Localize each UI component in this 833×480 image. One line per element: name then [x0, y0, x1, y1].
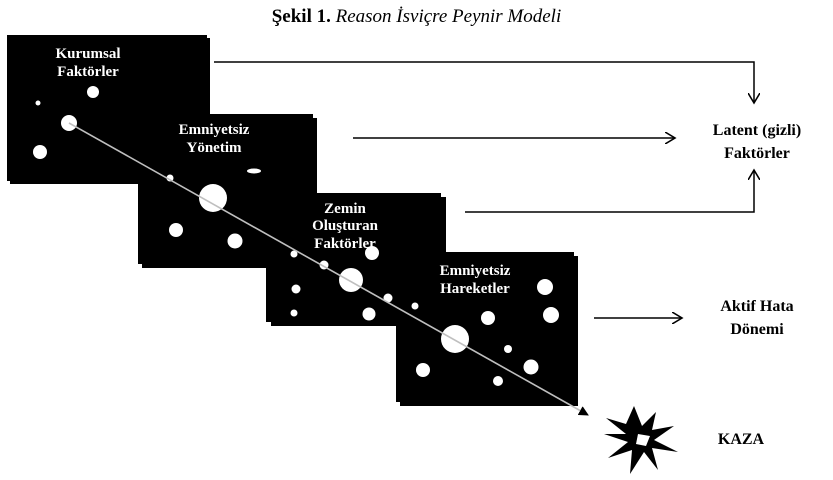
- slice-3-hole: [383, 293, 393, 303]
- slice-2-hole: [247, 168, 261, 174]
- slice-1-hole: [33, 145, 47, 159]
- slice-3-hole: [290, 309, 298, 317]
- slice-1-hole: [87, 86, 99, 98]
- slice-4-hole: [411, 302, 419, 310]
- accident-label: KAZA: [718, 431, 765, 448]
- latent-arrow-bottom: [465, 170, 754, 213]
- crash-burst-icon: [604, 406, 678, 474]
- slice-3-hole: [362, 307, 376, 321]
- slice-3-hole: [291, 284, 301, 294]
- latent-label-line1: Latent (gizli): [713, 122, 801, 139]
- accident-trajectory-arrow: [68, 122, 589, 416]
- slice-4-title-line2: Hareketler: [440, 281, 510, 297]
- slice-2-hole: [169, 223, 183, 237]
- latent-label-line2: Faktörler: [724, 145, 790, 162]
- slice-3-title-line2: Oluşturan: [312, 218, 379, 234]
- slice-4-hole: [493, 376, 503, 386]
- caption-title: Reason İsviçre Peynir Modeli: [335, 6, 562, 27]
- slice-4-hole: [543, 307, 559, 323]
- slice-4-hole: [523, 359, 539, 375]
- slice-3-title-line1: Zemin: [324, 201, 366, 217]
- active-label-line1: Aktif Hata: [720, 298, 793, 315]
- caption-number: Şekil 1.: [271, 6, 331, 27]
- slice-4-hole: [504, 345, 512, 353]
- slice-3-hole: [290, 250, 298, 258]
- slice-4-hole: [537, 279, 553, 295]
- slice-3-hole: [365, 246, 379, 260]
- slice-2-title-line2: Yönetim: [187, 140, 242, 156]
- slice-4-plate: [396, 252, 574, 402]
- figure-caption: Şekil 1. Reason İsviçre Peynir Modeli: [0, 6, 833, 28]
- slice-3-hole: [339, 268, 363, 292]
- slice-2-title-line1: Emniyetsiz: [179, 122, 250, 138]
- active-label-line2: Dönemi: [730, 321, 784, 338]
- slice-1-title-line2: Faktörler: [57, 64, 119, 80]
- slice-4-hole: [441, 325, 469, 353]
- slice-4-hole: [416, 363, 430, 377]
- slice-4-title-line1: Emniyetsiz: [440, 263, 511, 279]
- slice-4-hole: [481, 311, 495, 325]
- slice-3-title-line3: Faktörler: [314, 236, 376, 252]
- slice-2-hole: [227, 233, 243, 249]
- slice-2-hole: [199, 184, 227, 212]
- latent-arrow-top: [214, 61, 754, 103]
- slice-unsafe-acts: Emniyetsiz Hareketler: [396, 252, 578, 406]
- slice-1-title-line1: Kurumsal: [55, 46, 120, 62]
- slice-1-hole: [35, 100, 41, 106]
- latent-arrows: [214, 61, 754, 213]
